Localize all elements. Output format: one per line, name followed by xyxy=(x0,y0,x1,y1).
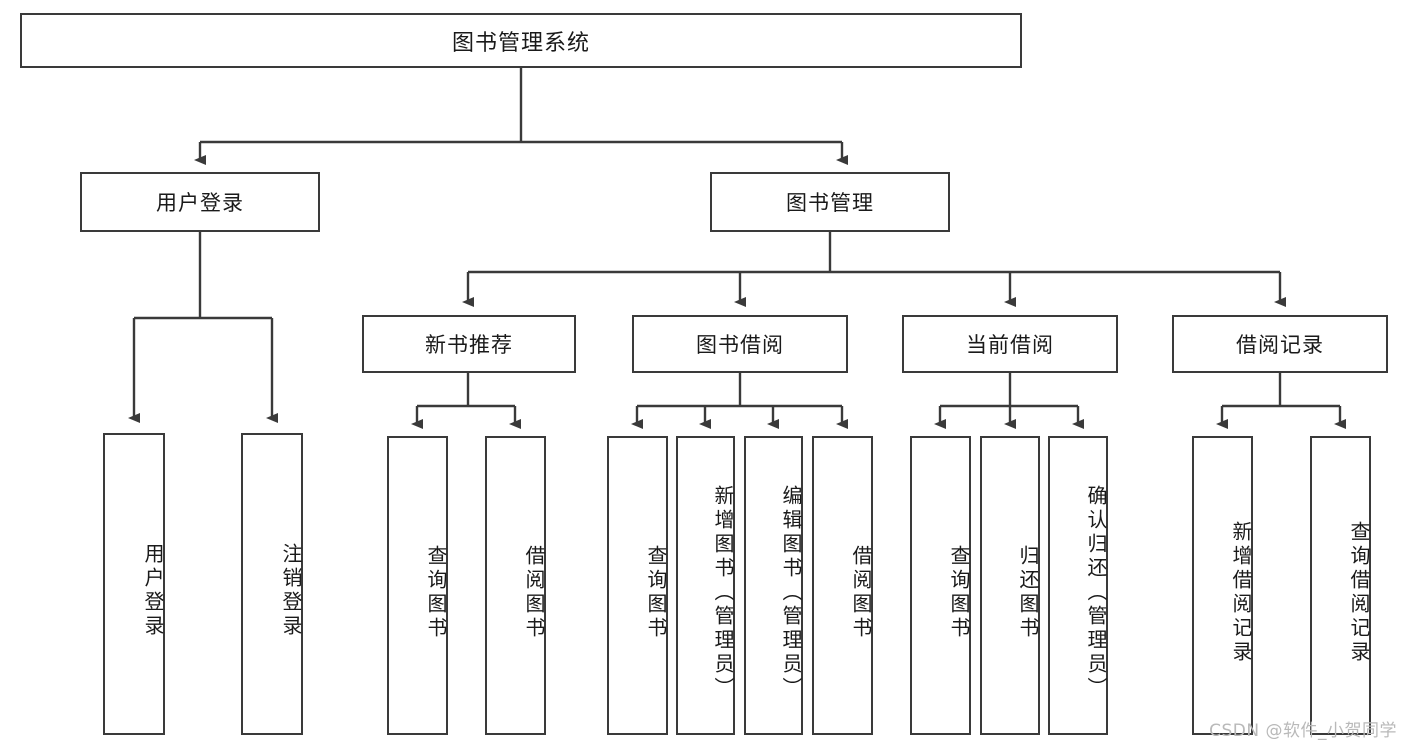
leaf-current-borrow-confirm-admin[interactable]: 确认归还（管理员） xyxy=(1048,436,1108,735)
node-label: 确认归还（管理员） xyxy=(1084,484,1108,701)
node-label: 借阅图书 xyxy=(849,544,873,641)
node-label: 借阅图书 xyxy=(522,544,546,641)
node-label: 图书管理系统 xyxy=(451,30,590,56)
node-user-login[interactable]: 用户登录 xyxy=(80,172,320,232)
node-label: 查询图书 xyxy=(947,544,971,641)
leaf-user-login-logout[interactable]: 注销登录 xyxy=(241,433,303,735)
node-label: 编辑图书（管理员） xyxy=(779,484,803,701)
leaf-current-borrow-query[interactable]: 查询图书 xyxy=(910,436,971,735)
node-book-borrow[interactable]: 图书借阅 xyxy=(632,315,848,373)
node-label: 用户登录 xyxy=(156,191,244,215)
node-label: 当前借阅 xyxy=(966,333,1054,357)
node-borrow-record[interactable]: 借阅记录 xyxy=(1172,315,1388,373)
leaf-book-borrow-add-admin[interactable]: 新增图书（管理员） xyxy=(676,436,735,735)
leaf-new-book-borrow[interactable]: 借阅图书 xyxy=(485,436,546,735)
leaf-book-borrow-edit-admin[interactable]: 编辑图书（管理员） xyxy=(744,436,803,735)
node-label: 新增图书（管理员） xyxy=(711,484,735,701)
node-label: 查询图书 xyxy=(424,544,448,641)
node-label: 图书借阅 xyxy=(696,333,784,357)
leaf-book-borrow-query[interactable]: 查询图书 xyxy=(607,436,668,735)
node-book-management[interactable]: 图书管理 xyxy=(710,172,950,232)
node-new-book-recommend[interactable]: 新书推荐 xyxy=(362,315,576,373)
node-root-book-management-system[interactable]: 图书管理系统 xyxy=(20,13,1022,68)
leaf-current-borrow-return[interactable]: 归还图书 xyxy=(980,436,1040,735)
leaf-user-login-login[interactable]: 用户登录 xyxy=(103,433,165,735)
csdn-watermark: CSDN @软件_小贺同学 xyxy=(1209,721,1397,741)
leaf-borrow-record-query[interactable]: 查询借阅记录 xyxy=(1310,436,1371,735)
node-label: 借阅记录 xyxy=(1236,333,1324,357)
node-current-borrow[interactable]: 当前借阅 xyxy=(902,315,1118,373)
node-label: 归还图书 xyxy=(1016,544,1040,641)
leaf-book-borrow-borrow[interactable]: 借阅图书 xyxy=(812,436,873,735)
node-label: 新增借阅记录 xyxy=(1229,520,1253,665)
leaf-borrow-record-add[interactable]: 新增借阅记录 xyxy=(1192,436,1253,735)
node-label: 注销登录 xyxy=(279,543,303,639)
node-label: 查询借阅记录 xyxy=(1347,520,1371,665)
node-label: 新书推荐 xyxy=(425,333,513,357)
node-label: 图书管理 xyxy=(786,191,874,215)
node-label: 查询图书 xyxy=(644,544,668,641)
leaf-new-book-query[interactable]: 查询图书 xyxy=(387,436,448,735)
node-label: 用户登录 xyxy=(141,543,165,639)
